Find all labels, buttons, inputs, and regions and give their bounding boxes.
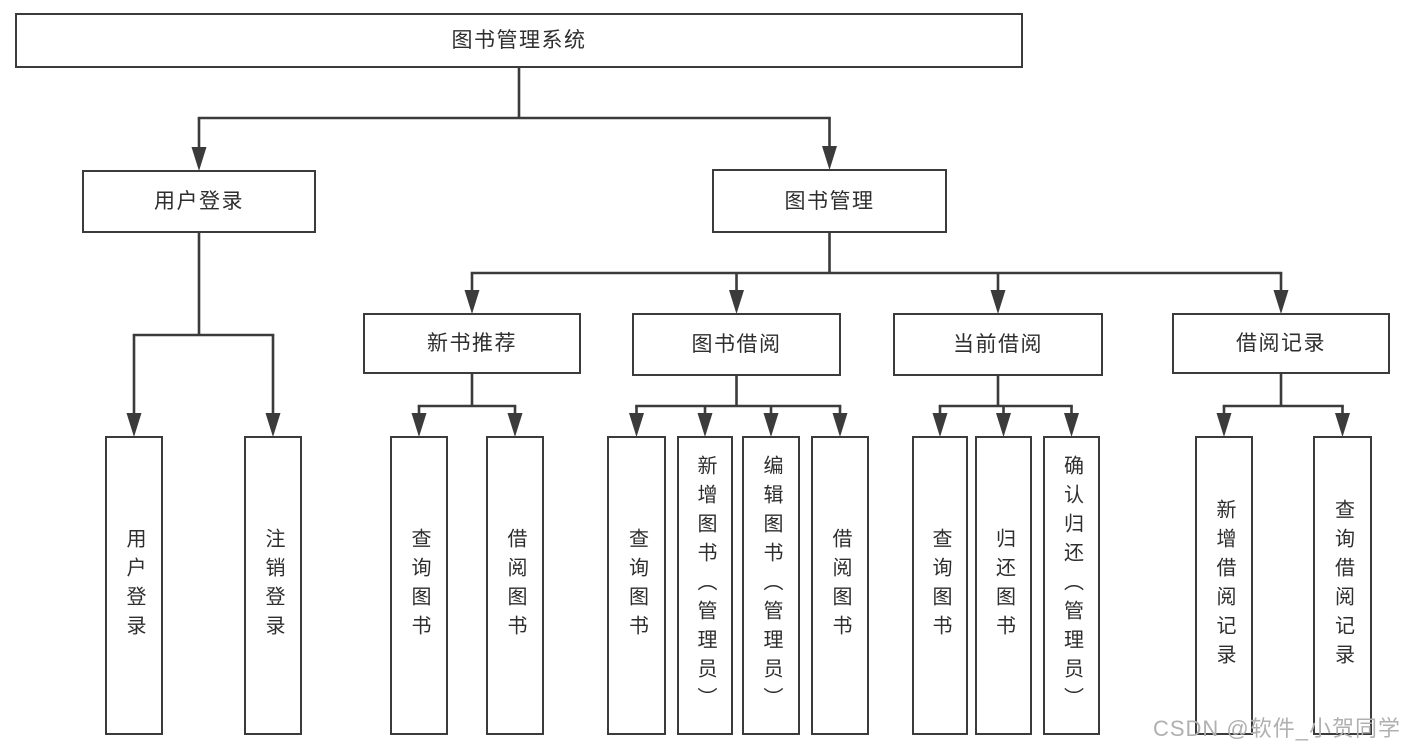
node-records_1: 新增借阅记录 <box>1195 436 1253 735</box>
node-label-borrow: 图书借阅 <box>691 333 782 356</box>
arrowhead-icon <box>1335 413 1350 437</box>
node-label-records_2: 查询借阅记录 <box>1331 498 1354 673</box>
arrowhead-icon <box>1273 290 1289 314</box>
node-label-current_2: 归还图书 <box>992 527 1015 644</box>
arrowhead-icon <box>411 413 427 437</box>
node-rec_1: 查询图书 <box>390 436 448 735</box>
node-borrow_1: 查询图书 <box>607 436 666 735</box>
node-label-rec: 新书推荐 <box>427 332 517 355</box>
node-label-rec_2: 借阅图书 <box>504 527 526 644</box>
node-borrow_4: 借阅图书 <box>811 436 869 735</box>
arrowhead-icon <box>1216 413 1232 437</box>
arrowhead-icon <box>1064 413 1079 437</box>
arrowhead-icon <box>822 146 837 170</box>
node-label-records_1: 新增借阅记录 <box>1213 498 1235 673</box>
arrowhead-icon <box>464 290 480 314</box>
node-label-rec_1: 查询图书 <box>408 527 430 644</box>
node-label-borrow_2: 新增图书（管理员） <box>694 455 716 716</box>
node-label-records: 借阅记录 <box>1236 332 1326 355</box>
arrowhead-icon <box>191 147 207 171</box>
node-rec_2: 借阅图书 <box>486 436 544 735</box>
node-label-current_3: 确认归还（管理员） <box>1060 455 1083 716</box>
node-records: 借阅记录 <box>1172 313 1390 374</box>
node-root: 图书管理系统 <box>15 13 1023 68</box>
node-label-current: 当前借阅 <box>953 333 1043 356</box>
arrowhead-icon <box>832 413 848 437</box>
node-label-mgmt: 图书管理 <box>784 189 875 213</box>
node-current_2: 归还图书 <box>975 436 1032 735</box>
node-label-borrow_4: 借阅图书 <box>829 527 851 644</box>
arrowhead-icon <box>763 413 779 437</box>
node-label-borrow_1: 查询图书 <box>625 527 648 644</box>
arrowhead-icon <box>697 413 713 437</box>
node-login: 用户登录 <box>82 170 316 233</box>
arrowhead-icon <box>996 413 1011 437</box>
arrowhead-icon <box>932 413 948 437</box>
node-records_2: 查询借阅记录 <box>1313 436 1372 735</box>
arrowhead-icon <box>990 290 1006 314</box>
node-borrow_2: 新增图书（管理员） <box>677 436 733 735</box>
watermark: CSDN @软件_小贺同学 <box>1152 716 1401 741</box>
node-label-current_1: 查询图书 <box>929 527 951 644</box>
node-current_1: 查询图书 <box>912 436 968 735</box>
node-login_2: 注销登录 <box>244 436 302 735</box>
node-current_3: 确认归还（管理员） <box>1043 436 1100 735</box>
node-label-borrow_3: 编辑图书（管理员） <box>760 455 782 716</box>
arrowhead-icon <box>629 413 644 437</box>
arrowhead-icon <box>507 413 523 437</box>
node-current: 当前借阅 <box>893 313 1103 376</box>
arrowhead-icon <box>729 290 744 314</box>
node-label-root: 图书管理系统 <box>451 29 587 52</box>
node-mgmt: 图书管理 <box>712 169 947 233</box>
node-borrow_3: 编辑图书（管理员） <box>742 436 800 735</box>
node-label-login: 用户登录 <box>154 190 244 213</box>
node-login_1: 用户登录 <box>105 436 163 735</box>
node-label-login_2: 注销登录 <box>262 527 284 644</box>
arrowhead-icon <box>265 413 281 437</box>
arrowhead-icon <box>126 413 142 437</box>
node-label-login_1: 用户登录 <box>123 527 145 644</box>
node-rec: 新书推荐 <box>363 313 581 374</box>
node-borrow: 图书借阅 <box>632 313 841 376</box>
